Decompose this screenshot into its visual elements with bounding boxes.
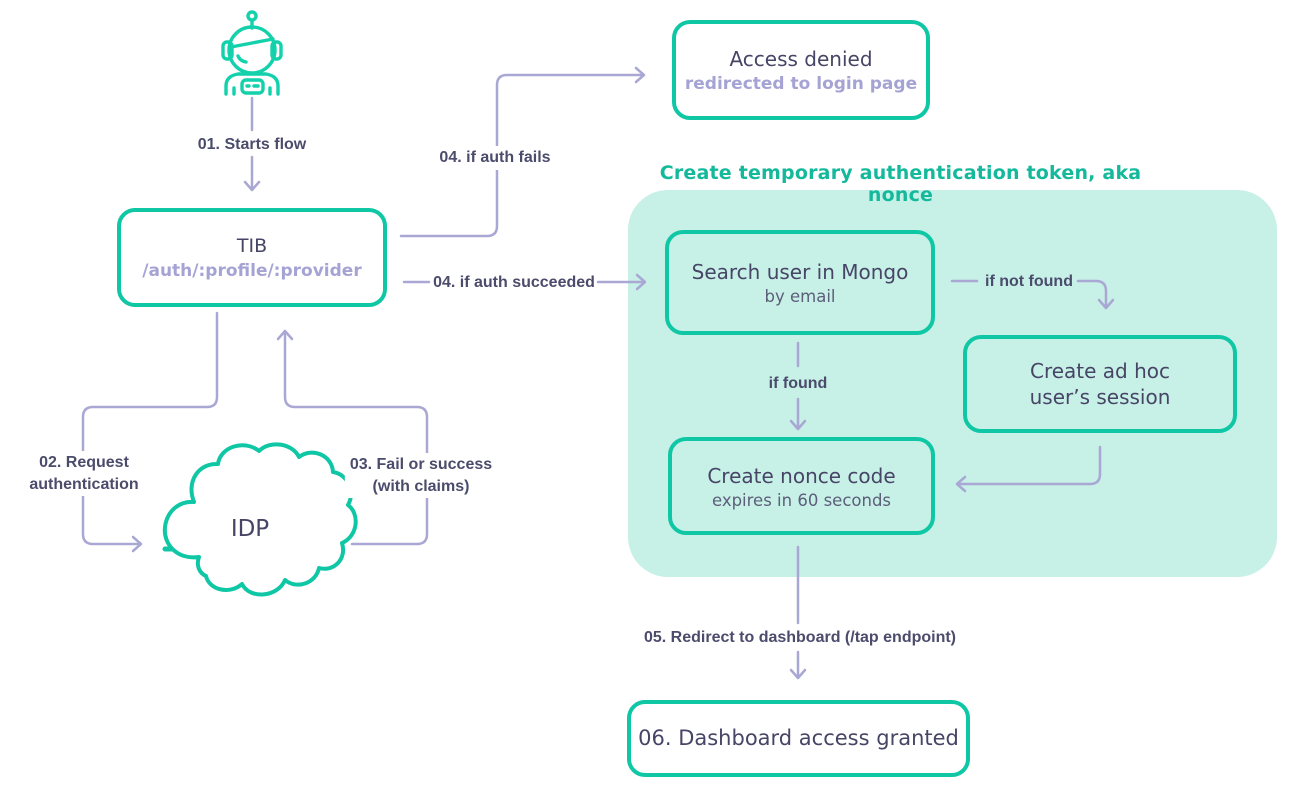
label-step03: 03. Fail or success (with claims) xyxy=(344,453,498,499)
node-create-nonce: Create nonce code expires in 60 seconds xyxy=(668,437,935,535)
node-search-mongo: Search user in Mongo by email xyxy=(665,230,935,335)
arrowhead-right-fails xyxy=(634,66,646,84)
label-step03-line1: 03. Fail or success xyxy=(349,456,493,473)
label-step02-line2: authentication xyxy=(29,475,139,493)
create-nonce-subtitle: expires in 60 seconds xyxy=(711,490,892,510)
label-auth-succeeded: 04. if auth succeeded xyxy=(433,274,595,291)
arrowhead-down-step01 xyxy=(243,180,261,192)
adhoc-session-title: Create ad hoc user’s session xyxy=(1029,359,1171,409)
arrowhead-down-if-not-found xyxy=(1097,298,1115,310)
search-mongo-title: Search user in Mongo xyxy=(691,260,909,284)
label-step02: 02. Request authentication xyxy=(24,451,144,497)
access-denied-subtitle: redirected to login page xyxy=(684,74,918,94)
idp-label: IDP xyxy=(231,516,269,542)
node-adhoc-session: Create ad hoc user’s session xyxy=(963,335,1237,433)
nonce-panel-title: Create temporary authentication token, a… xyxy=(659,162,1142,206)
label-if-found: if found xyxy=(768,375,828,392)
search-mongo-subtitle: by email xyxy=(764,287,836,306)
access-denied-title: Access denied xyxy=(729,47,873,71)
label-step02-line1: 02. Request xyxy=(39,454,129,471)
edge-if-not-found-arrow xyxy=(1076,279,1108,308)
dashboard-granted-title: 06. Dashboard access granted xyxy=(638,725,959,750)
edge-step02 xyxy=(81,311,219,546)
arrowhead-right-step02 xyxy=(131,535,143,553)
node-dashboard-granted: 06. Dashboard access granted xyxy=(627,700,970,777)
tib-endpoint: /auth/:profile/:provider xyxy=(142,260,362,281)
arrowhead-left-adhoc xyxy=(955,475,967,493)
label-auth-fails: 04. if auth fails xyxy=(434,146,556,170)
arrowhead-up-step03 xyxy=(276,329,294,341)
arrowhead-down-step05 xyxy=(789,668,807,680)
edge-adhoc-to-nonce xyxy=(957,445,1102,486)
label-if-not-found: if not found xyxy=(985,273,1073,290)
edge-step03 xyxy=(283,331,429,546)
node-tib: TIB /auth/:profile/:provider xyxy=(117,208,387,307)
tib-title: TIB xyxy=(236,235,268,258)
astronaut-robot-icon xyxy=(221,10,283,96)
cloud-icon: IDP xyxy=(162,442,358,597)
label-step03-line2: (with claims) xyxy=(372,477,470,495)
nonce-panel xyxy=(628,190,1277,577)
node-access-denied: Access denied redirected to login page xyxy=(672,20,930,120)
label-step01: 01. Starts flow xyxy=(197,136,307,153)
create-nonce-title: Create nonce code xyxy=(707,463,896,488)
arrowhead-down-if-found xyxy=(789,419,807,431)
label-step05: 05. Redirect to dashboard (/tap endpoint… xyxy=(643,629,957,646)
arrowhead-right-succeeded xyxy=(635,273,647,291)
